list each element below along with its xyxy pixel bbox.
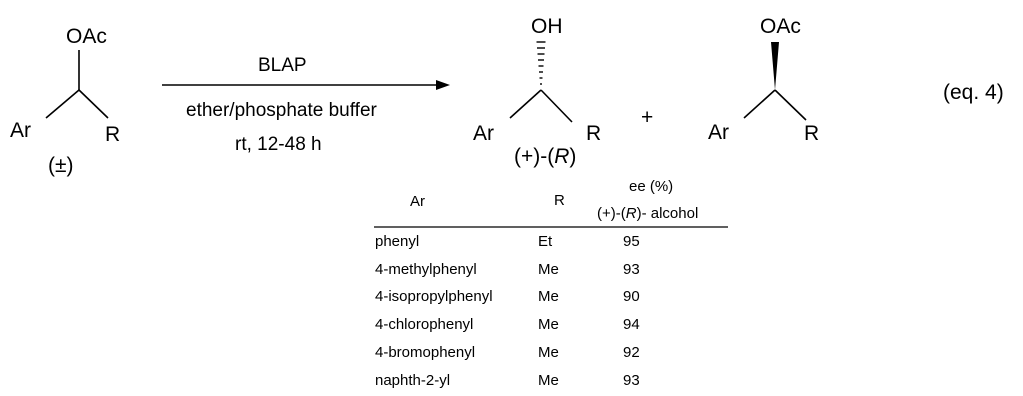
- acetate-r-label: R: [804, 122, 819, 145]
- table-cell-ar: 4-bromophenyl: [375, 344, 475, 361]
- table-cell-ee: 94: [623, 316, 640, 333]
- results-table: Ar R ee (%) (+)-(R)- alcohol phenyl Et 9…: [374, 178, 728, 389]
- hashed-wedge-bond: [536, 41, 546, 85]
- table-header-ee: ee (%): [629, 178, 673, 195]
- table-row: 4-chlorophenyl Me 94: [375, 316, 640, 333]
- table-cell-ee: 93: [623, 372, 640, 389]
- table-cell-r: Me: [538, 261, 559, 278]
- table-cell-ar: 4-methylphenyl: [375, 261, 477, 278]
- table-header-r: R: [554, 192, 565, 209]
- reactant-structure: OAc Ar R (±): [10, 25, 120, 177]
- table-cell-ee: 93: [623, 261, 640, 278]
- table-cell-r: Me: [538, 288, 559, 305]
- bond-c-ar: [509, 89, 542, 119]
- acetate-ar-label: Ar: [708, 121, 729, 144]
- reactant-racemic-label: (±): [48, 154, 74, 177]
- bond-c-r: [78, 89, 109, 119]
- table-cell-ar: 4-isopropylphenyl: [375, 288, 493, 305]
- table-row: phenyl Et 95: [375, 233, 640, 250]
- table-cell-r: Et: [538, 233, 553, 250]
- table-cell-r: Me: [538, 316, 559, 333]
- table-header-ar: Ar: [410, 193, 425, 210]
- table-cell-ar: 4-chlorophenyl: [375, 316, 473, 333]
- arrow-conditions: rt, 12-48 h: [235, 134, 322, 155]
- alcohol-product-structure: OH Ar R (+)-(R): [473, 15, 601, 168]
- acetate-oac-label: OAc: [760, 15, 801, 38]
- reaction-arrow: BLAP ether/phosphate buffer rt, 12-48 h: [162, 55, 450, 155]
- table-row: 4-bromophenyl Me 92: [375, 344, 640, 361]
- alcohol-config-label: (+)-(R): [514, 145, 576, 168]
- arrow-reagent: BLAP: [258, 55, 307, 76]
- alcohol-r-label: R: [586, 122, 601, 145]
- bond-c-ar: [743, 89, 776, 119]
- table-cell-ar: naphth-2-yl: [375, 372, 450, 389]
- table-cell-r: Me: [538, 344, 559, 361]
- reactant-oac-label: OAc: [66, 25, 107, 48]
- arrow-head: [436, 80, 450, 90]
- table-row: naphth-2-yl Me 93: [375, 372, 640, 389]
- bond-c-r: [540, 89, 573, 123]
- table-header-ee-config: (+)-(R)- alcohol: [597, 205, 698, 222]
- equation-label: (eq. 4): [943, 81, 1004, 104]
- acetate-product-structure: OAc Ar R: [708, 15, 819, 145]
- reactant-r-label: R: [105, 123, 120, 146]
- alcohol-ar-label: Ar: [473, 122, 494, 145]
- table-cell-ee: 90: [623, 288, 640, 305]
- table-cell-ar: phenyl: [375, 233, 419, 250]
- plus-sign: +: [641, 106, 653, 129]
- table-cell-r: Me: [538, 372, 559, 389]
- table-cell-ee: 92: [623, 344, 640, 361]
- alcohol-oh-label: OH: [531, 15, 563, 38]
- bond-c-r: [774, 89, 807, 121]
- bond-c-ar: [45, 89, 80, 119]
- arrow-solvent: ether/phosphate buffer: [186, 100, 378, 121]
- table-row: 4-isopropylphenyl Me 90: [375, 288, 640, 305]
- solid-wedge-bond: [771, 42, 779, 90]
- table-cell-ee: 95: [623, 233, 640, 250]
- table-row: 4-methylphenyl Me 93: [375, 261, 640, 278]
- reactant-ar-label: Ar: [10, 119, 31, 142]
